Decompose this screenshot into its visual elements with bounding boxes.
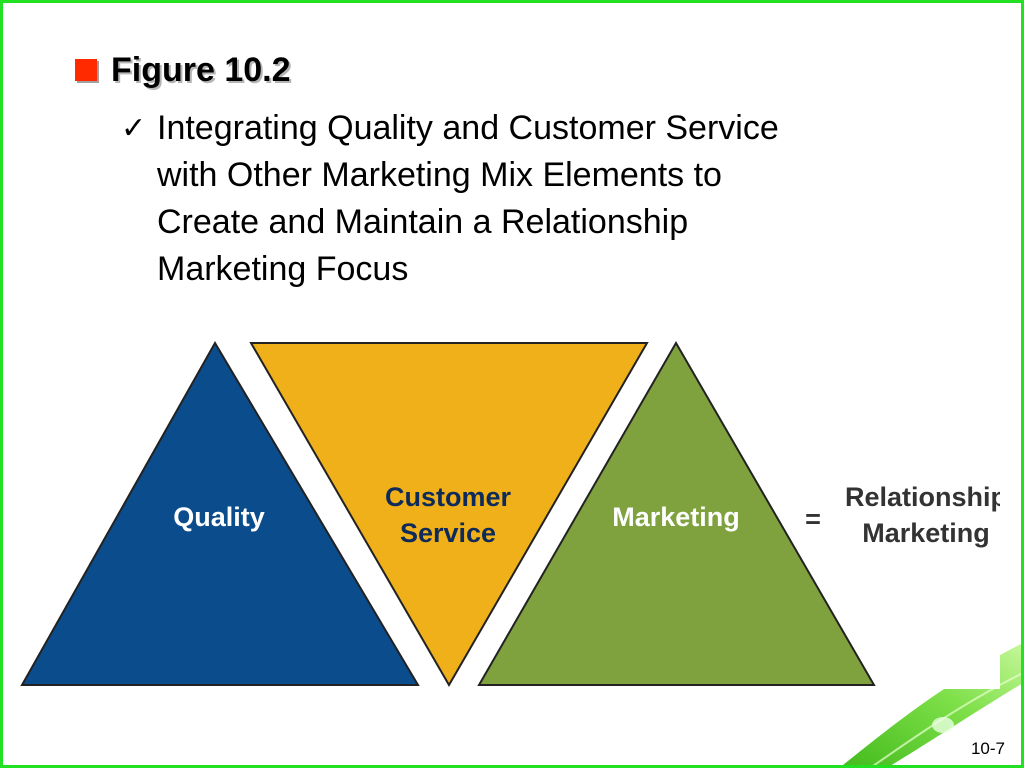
quality-triangle	[20, 341, 420, 686]
relationship-diagram: Quality Customer Service Marketing = Rel…	[20, 341, 1000, 687]
result-label-line-2: Marketing	[862, 518, 990, 548]
customer-service-triangle	[249, 342, 649, 687]
customer-service-label-line-1: Customer	[385, 482, 512, 512]
figure-panel: Quality Customer Service Marketing = Rel…	[20, 339, 1000, 689]
equals-sign: =	[805, 504, 821, 534]
subheading-line-1: Integrating Quality and Customer Service	[157, 109, 779, 147]
page-number: 10-7	[970, 739, 1005, 758]
subheading-line-3: Create and Maintain a Relationship	[157, 203, 689, 241]
checkmark-icon: ✓	[121, 111, 147, 146]
heading-text: Figure 10.2	[111, 50, 291, 89]
customer-service-label-line-2: Service	[400, 518, 496, 548]
quality-label: Quality	[173, 502, 265, 532]
marketing-triangle	[477, 341, 876, 686]
marketing-label: Marketing	[612, 502, 740, 532]
subheading-line-4: Marketing Focus	[157, 250, 409, 288]
slide-heading: Figure 10.2	[75, 47, 291, 93]
result-label-line-1: Relationship	[845, 482, 1000, 512]
subheading: ✓ Integrating Quality and Customer Servi…	[121, 105, 911, 293]
subheading-line-2: with Other Marketing Mix Elements to	[157, 156, 722, 194]
square-bullet-icon	[75, 59, 97, 81]
